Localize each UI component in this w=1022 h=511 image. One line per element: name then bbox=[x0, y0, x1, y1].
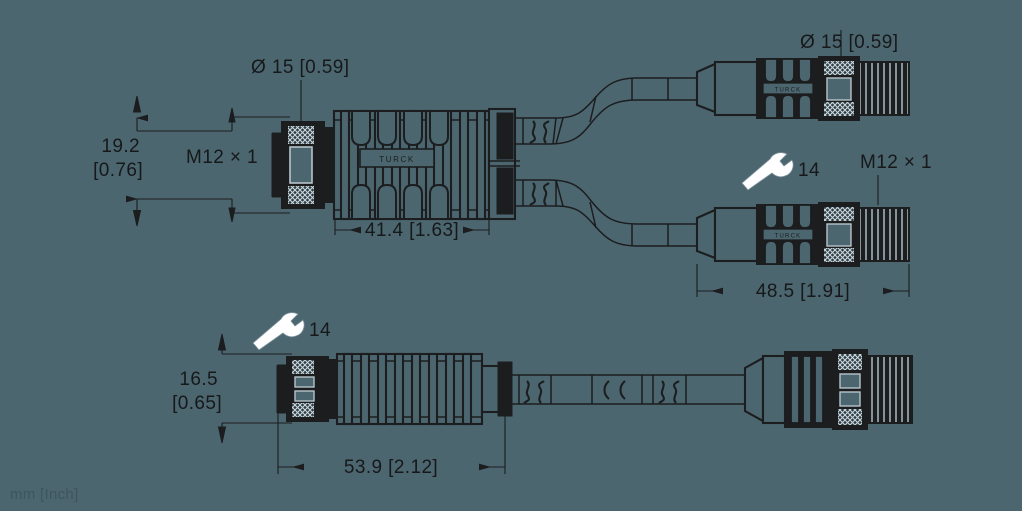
dim-length-48_5 bbox=[696, 264, 910, 297]
dim-length-53_9 bbox=[277, 413, 506, 474]
dim-height-19_2 bbox=[126, 95, 232, 227]
upper-branch-cable bbox=[515, 77, 700, 145]
dim-19_2-inch: [0.76] bbox=[93, 160, 143, 181]
upper-male-connector: TURCK bbox=[695, 30, 910, 121]
dim-thread-left-marks bbox=[228, 107, 290, 223]
connector-grip: TURCK bbox=[756, 204, 820, 265]
dim-16_5-value: 16.5 bbox=[179, 369, 218, 390]
connector-grip: TURCK bbox=[756, 58, 820, 119]
splitter-body: TURCK bbox=[332, 107, 520, 221]
brand-text: TURCK bbox=[379, 155, 415, 164]
lower-male-connector: TURCK bbox=[695, 175, 910, 267]
brand-plate: TURCK bbox=[359, 148, 435, 168]
units-caption: mm [Inch] bbox=[10, 486, 79, 503]
bottom-male-connector bbox=[743, 349, 913, 430]
bottom-female-connector bbox=[276, 356, 338, 422]
label-thread-right: M12 × 1 bbox=[860, 152, 932, 173]
bottom-cable bbox=[512, 374, 748, 405]
label-diameter-right: Ø 15 [0.59] bbox=[800, 32, 898, 53]
cable-break-symbol bbox=[529, 182, 550, 206]
wrench-lower-size: 14 bbox=[309, 320, 331, 341]
cable-break-symbol bbox=[529, 120, 550, 144]
lower-branch-cable bbox=[515, 179, 700, 247]
cable-break-symbol bbox=[523, 380, 680, 404]
dim-19_2-value: 19.2 bbox=[101, 136, 140, 157]
brand-text: TURCK bbox=[775, 88, 802, 94]
brand-text: TURCK bbox=[775, 234, 802, 240]
connector-grip bbox=[784, 351, 834, 428]
dim-53_9-value: 53.9 [2.12] bbox=[344, 457, 438, 478]
dim-48_5-value: 48.5 [1.91] bbox=[756, 281, 850, 302]
wrench-upper-size: 14 bbox=[798, 160, 820, 181]
dim-16_5-inch: [0.65] bbox=[172, 393, 222, 414]
wrench-icon bbox=[741, 152, 794, 191]
bottom-assembly: 16.5 [0.65] 14 bbox=[172, 312, 913, 478]
bottom-connector-housing bbox=[335, 352, 513, 426]
wrench-lower bbox=[252, 312, 305, 351]
dim-41_4-value: 41.4 [1.63] bbox=[365, 220, 459, 241]
label-thread-left: M12 × 1 bbox=[186, 147, 258, 168]
top-assembly: 19.2 [0.76] M12 × 1 Ø 15 [0.59] bbox=[93, 30, 932, 302]
dim-length-41_4 bbox=[334, 219, 490, 235]
left-female-connector bbox=[271, 121, 335, 209]
dim-height-16_5 bbox=[217, 333, 292, 444]
wrench-icon bbox=[252, 312, 305, 351]
label-diameter-left: Ø 15 [0.59] bbox=[251, 57, 349, 78]
wrench-upper bbox=[741, 152, 794, 191]
